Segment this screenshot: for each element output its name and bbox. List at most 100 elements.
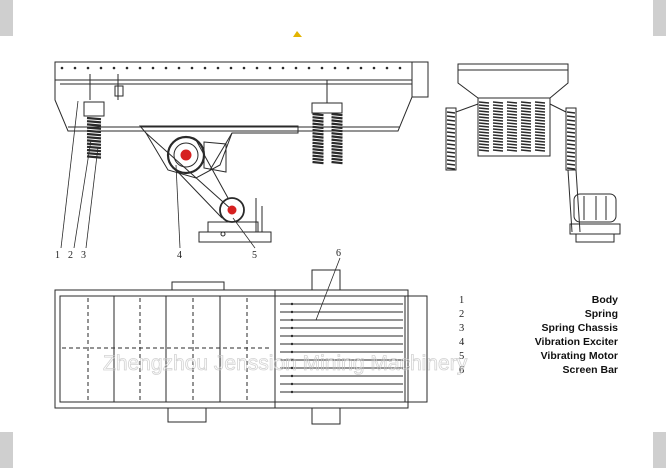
plan-motor-lug [167,407,207,423]
body-bolt [385,66,389,70]
end-view-spring-coil [534,113,546,116]
body-bolt [138,66,142,70]
spring-coil [331,122,343,126]
leader-2 [73,139,92,249]
end-view-spring-coil [478,119,490,122]
plan-left-lug [171,281,225,291]
end-view-spring-coil [520,140,532,143]
end-view-spring-coil [492,101,504,104]
plan-view [54,257,428,425]
body-bolt [398,66,402,70]
end-view-post-coil [566,131,576,134]
end-view-spring-coil [506,107,518,110]
body-bolt [151,66,155,70]
end-view-post-coil [446,111,456,114]
spring-coil [312,148,324,152]
spring-coil [86,155,102,159]
end-view-spring-coil [492,113,504,116]
spring-coil [331,119,343,123]
screen-bar-bolt [290,342,294,346]
end-view-spring-coil [520,116,532,119]
screen-bar-bolt [290,382,294,386]
bracket-strut-2 [209,132,233,171]
screen-bar-bolt [290,334,294,338]
motor-belt-top [195,139,229,199]
end-view-post-coil [446,115,456,118]
bracket-strut [145,132,233,211]
callout-1: 1 [55,250,60,261]
end-view-post-coil [446,139,456,142]
legend-num-5: 5 [459,351,464,362]
end-view-spring-coil [534,125,546,128]
body-bolt [125,66,129,70]
spring-coil [86,123,102,127]
spring-coil [331,112,343,117]
end-view-post-coil [566,119,576,122]
legend-num-2: 2 [459,309,464,320]
end-view-spring-coil [506,140,518,143]
screen-bar-bolt [290,390,294,394]
motor-base-bolt [220,231,226,237]
screen-bar-bolt [290,350,294,354]
end-view-post-coil [446,119,456,122]
body-bolt [99,66,103,70]
end-view-spring-coil [534,119,546,122]
spring-coil [312,151,324,155]
end-view-spring-coil [506,134,518,137]
leader-4 [175,164,181,249]
watermark: Zhengzhou Jenssion Mining Machinery [103,352,468,375]
corner-mark-top-right [653,0,666,36]
spring-coil [312,154,324,158]
end-view-spring-coil [478,101,490,104]
end-view-spring-coil [534,116,546,119]
legend-num-3: 3 [459,323,464,334]
end-view-post-coil [566,167,576,170]
legend-num-1: 1 [459,295,464,306]
body-bolt [203,66,207,70]
end-view-post-coil [566,135,576,138]
motor-base [198,231,272,243]
screen-bar-bolt [290,358,294,362]
end-view-spring-coil [492,149,504,152]
end-view-spring-coil [506,143,518,146]
end-view-spring-coil [492,116,504,119]
leader-5 [232,217,256,249]
end-view-spring-coil [520,113,532,116]
end-view-spring-coil [492,128,504,131]
callout-2: 2 [68,250,73,261]
end-view-post-coil [446,143,456,146]
end-view-spring-coil [492,104,504,107]
end-view-trough [477,97,551,157]
end-view-spring-coil [492,131,504,134]
end-view-springs [446,101,576,170]
legend: 1 2 3 4 5 6 Body Spring Spring Chassis V… [459,294,618,376]
end-view-spring-coil [520,131,532,134]
end-view-spring-coil [492,122,504,125]
end-view-spring-coil [492,119,504,122]
legend-name-body: Body [592,294,618,306]
body-bolt [60,66,64,70]
spring-coil [312,116,324,120]
spring-coil [331,125,343,130]
body-bolt [268,66,272,70]
spring-coil [312,128,324,133]
spring-coil [86,152,102,156]
end-view-spring-coil [506,146,518,149]
legend-name-vibrating-motor: Vibrating Motor [541,350,618,362]
end-view [445,63,621,243]
end-view-post-coil [446,131,456,134]
spring-coil [331,116,343,120]
end-view-post-coil [446,135,456,138]
end-view-spring-coil [478,140,490,143]
end-view-spring-coil [520,134,532,137]
end-view-left-post [445,107,457,171]
spring-coil [86,139,102,143]
body-bolt [73,66,77,70]
end-view-spring-coil [478,128,490,131]
end-view-spring-coil [534,146,546,149]
callout-6: 6 [336,248,341,259]
spring-coil [331,154,343,158]
screen-bar-bolt [290,374,294,378]
